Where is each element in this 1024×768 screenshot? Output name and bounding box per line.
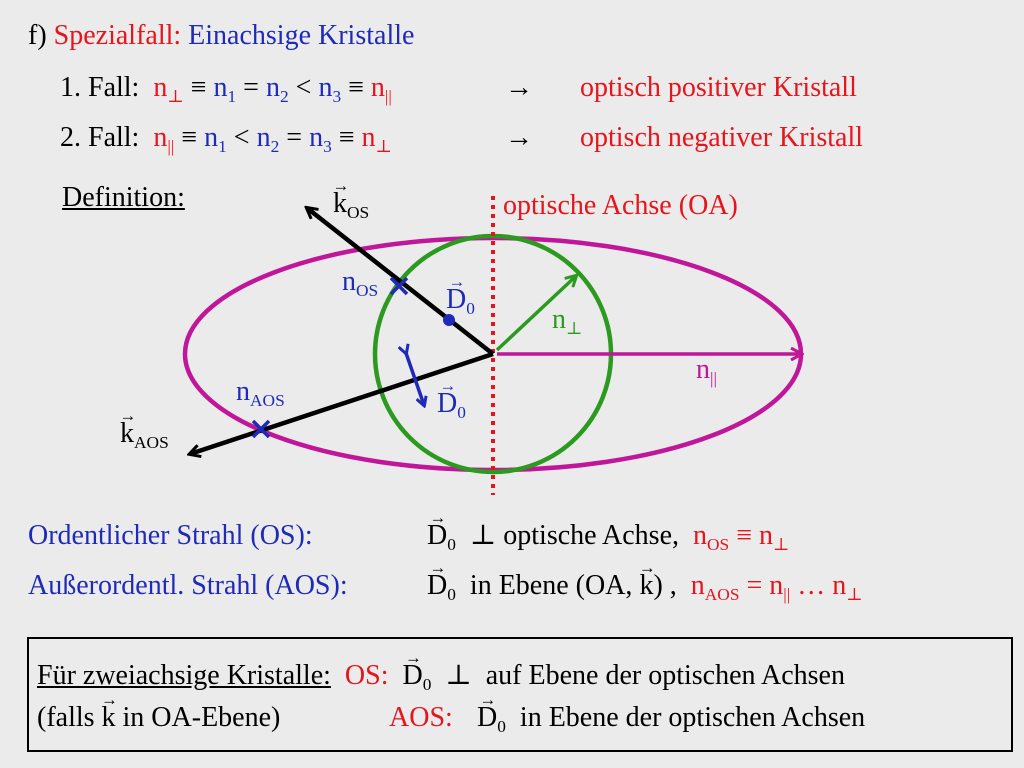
case-2-rel2: = <box>286 122 303 153</box>
optic-axis-label: optische Achse (OA) <box>503 190 738 221</box>
n-par-label: n|| <box>696 354 717 389</box>
case-2-equiv-2: ≡ <box>338 122 355 153</box>
n-perp-arrow <box>495 276 576 352</box>
case-2-n-perp: n⊥ <box>361 122 392 157</box>
case-2-arrow: → <box>505 122 533 153</box>
case-1-rel1: = <box>243 72 259 103</box>
case-2-rel1: < <box>233 122 250 153</box>
case-1-equiv: ≡ <box>190 72 207 103</box>
os-label: Ordentlicher Strahl (OS): <box>28 520 313 551</box>
case-1-n3: n3 <box>318 72 342 107</box>
heading-topic: Einachsige Kristalle <box>188 20 415 51</box>
n-aos-label: nAOS <box>236 376 285 411</box>
aos-k-vector: k <box>639 570 653 602</box>
k-aos-label: kAOS <box>120 418 169 451</box>
k-os-ray <box>307 208 495 356</box>
box-aos-d-vector: D <box>477 702 497 734</box>
aos-d-vector: D <box>427 570 447 602</box>
case-1: 1. Fall: n⊥ ≡ n1 = n2 < n3 ≡ n|| <box>60 72 392 107</box>
aos-label: Außerordentl. Strahl (AOS): <box>28 570 348 601</box>
case-2-n3: n3 <box>309 122 332 157</box>
os-text: optische Achse, <box>503 520 680 551</box>
n-os-cross <box>389 276 409 296</box>
d0-aos-vector <box>406 353 424 405</box>
case-2-label: 2. Fall: <box>60 122 140 153</box>
aos-statement: D0 in Ebene (OA, k) , nAOS = n|| … n⊥ <box>427 570 863 605</box>
box-k-vector: k <box>102 702 116 734</box>
case-1-n-perp: n⊥ <box>153 72 184 107</box>
box-perp-symbol: ⊥ <box>445 660 472 691</box>
box-aos-label: AOS: <box>389 702 453 733</box>
aos-n-relation: nAOS = n|| … n⊥ <box>690 570 863 605</box>
d0-top-label: D0 <box>446 284 475 317</box>
case-2-n-par: n|| <box>153 122 175 157</box>
case-2: 2. Fall: n|| ≡ n1 < n2 = n3 ≡ n⊥ <box>60 122 392 157</box>
d0-bottom-label: D0 <box>437 388 466 421</box>
box-os-d-vector: D <box>402 660 422 692</box>
case-1-n1: n1 <box>213 72 237 107</box>
case-1-n-par: n|| <box>370 72 392 107</box>
biaxial-info-box <box>27 637 1013 752</box>
d0-os-dot <box>443 314 455 326</box>
case-1-label: 1. Fall: <box>60 72 140 103</box>
aos-text: in Ebene (OA, <box>469 570 633 601</box>
case-1-arrow: → <box>505 72 533 103</box>
os-perp-symbol: ⊥ <box>469 520 497 551</box>
box-aos-statement: D0 in Ebene der optischen Achsen <box>477 702 866 735</box>
heading: f) Spezialfall: Einachsige Kristalle <box>28 20 414 52</box>
box-os-text: auf Ebene der optischen Achsen <box>485 660 845 691</box>
os-n-relation: nOS ≡ n⊥ <box>693 520 790 555</box>
n-perp-label: n⊥ <box>552 304 583 339</box>
box-os-label: OS: <box>344 660 389 691</box>
definition-label: Definition: <box>62 182 185 213</box>
box-title: Für zweiachsige Kristalle: <box>37 660 331 691</box>
heading-marker: f) <box>28 20 47 51</box>
k-aos-ray <box>190 351 494 454</box>
case-1-rel2: < <box>295 72 312 103</box>
box-aos-text: in Ebene der optischen Achsen <box>519 702 866 733</box>
case-1-equiv-2: ≡ <box>348 72 364 103</box>
case-1-result: optisch positiver Kristall <box>580 72 857 103</box>
n-aos-cross <box>251 419 271 439</box>
box-oa-plane-text: in OA-Ebene) <box>122 702 281 733</box>
heading-special-case: Spezialfall: <box>53 20 182 51</box>
k-os-label: kOS <box>333 188 369 221</box>
n-os-label: nOS <box>342 266 379 301</box>
case-2-equiv: ≡ <box>181 122 198 153</box>
box-line-1: Für zweiachsige Kristalle: OS: D0 ⊥ auf … <box>37 660 845 693</box>
case-1-n2: n2 <box>265 72 289 107</box>
box-prefix: (falls <box>37 702 95 733</box>
case-2-result: optisch negativer Kristall <box>580 122 864 153</box>
box-line-2: (falls k in OA-Ebene) <box>37 702 280 734</box>
os-statement: D0 ⊥ optische Achse, nOS ≡ n⊥ <box>427 520 790 555</box>
os-d-vector: D <box>427 520 447 552</box>
case-2-n2: n2 <box>256 122 280 157</box>
case-2-n1: n1 <box>204 122 227 157</box>
aos-close: ) , <box>653 570 677 601</box>
